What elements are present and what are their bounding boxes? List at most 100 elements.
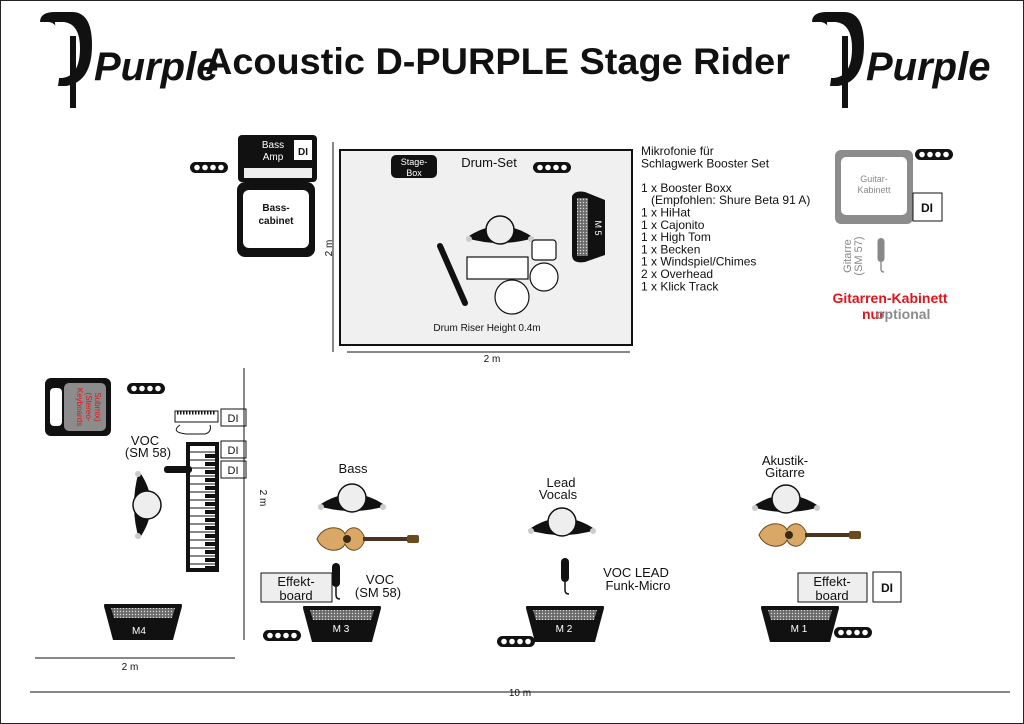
di-box: DI: [228, 413, 239, 425]
mic-list-line: 1 x HiHat: [641, 206, 691, 220]
keyboard-area: Keyboards (Stereo- Submix) DI DI DI VOC …: [35, 368, 268, 673]
logo-text: Purple: [866, 45, 990, 89]
keyboard-stand-icon: [186, 442, 219, 572]
hihat-icon: [531, 239, 557, 261]
area-depth-label: 2 m: [257, 490, 268, 507]
keyboard-black-key: [205, 502, 215, 506]
lead-mic-icon: [560, 557, 570, 595]
bass-amp-label: Amp: [263, 152, 284, 163]
keyboard-black-key: [205, 470, 215, 474]
booster-boxx-icon: [437, 243, 468, 306]
keyboard-black-key: [205, 558, 215, 562]
keyboarder-position: [132, 470, 162, 540]
mic-list-line: 1 x High Tom: [641, 230, 711, 244]
stage-box-connector-icon: [190, 162, 228, 173]
stage-box-label: Box: [406, 168, 422, 178]
monitor-label: M 3: [333, 624, 350, 635]
effektboard-label: Effekt-: [277, 574, 314, 589]
guitar-mic-label: Gitarre: [842, 239, 854, 273]
cajon-icon: [466, 256, 529, 280]
keyboard-black-key: [205, 462, 215, 466]
stage-box: [391, 155, 437, 178]
keyboard-mic-icon: [164, 466, 192, 473]
guitar-mic-label: (SM 57): [853, 236, 865, 275]
lead-vocals-label: Lead: [547, 475, 576, 490]
area-width-label: 2 m: [122, 662, 139, 673]
guitar-cabinet-group: Guitar- Kabinett DI Gitarre (SM 57) Gita…: [832, 149, 953, 322]
d-purple-logo-left: Purple: [40, 12, 218, 108]
guitar-cabinet-label: Guitar-: [860, 174, 888, 184]
optional-note: optional: [876, 306, 930, 322]
riser-height-label: Drum Riser Height 0.4m: [433, 323, 540, 334]
monitor-label: M4: [132, 626, 146, 637]
effektboard-label: Effekt-: [813, 574, 850, 589]
stage-box-connector-icon: [533, 162, 571, 173]
voc-lead-label: VOC LEAD: [603, 565, 669, 580]
keyboard-black-key: [205, 486, 215, 490]
page-title: Acoustic D-PURPLE Stage Rider: [205, 41, 790, 82]
riser-width-label: 2 m: [484, 354, 501, 365]
lead-vocalist-position: [527, 507, 597, 537]
keyboard-cabinet-label: (Stereo-: [84, 393, 93, 422]
stage-box-connector-icon: [263, 630, 301, 641]
monitor-label: M 5: [593, 220, 603, 235]
effektboard-label: board: [815, 588, 848, 603]
di-box: DI: [881, 581, 893, 595]
voc-label: (SM 58): [355, 585, 401, 600]
mic-list-line: 1 x Klick Track: [641, 279, 719, 293]
di-box: DI: [298, 147, 308, 158]
acoustic-label: Akustik-: [762, 453, 808, 468]
bass-amp-label: Bass: [262, 140, 284, 151]
keyboard-black-key: [205, 566, 215, 570]
di-box: DI: [228, 445, 239, 457]
keyboard-cabinet-label: Keyboards: [75, 388, 84, 426]
keyboard-black-key: [205, 454, 215, 458]
acoustic-guitar-icon: [758, 523, 862, 547]
mic-list-line: 1 x Cajonito: [641, 218, 705, 232]
voc-label: (SM 58): [125, 445, 171, 460]
riser-depth-label: 2 m: [324, 240, 335, 257]
mic-list-line: (Empfohlen: Shure Beta 91 A): [641, 193, 810, 207]
mic-list-line: Mikrofonie für: [641, 144, 714, 158]
stage-width-label: 10 m: [509, 688, 531, 699]
stage-box-connector-icon: [127, 383, 165, 394]
cymbal-icon: [494, 279, 530, 315]
stage-box-connector-icon: [497, 636, 535, 647]
acoustic-guitar-position: Akustik- Gitarre Effekt- board DI M 1: [751, 453, 902, 642]
voc-label: VOC: [131, 433, 159, 448]
monitor-label: M 1: [791, 624, 808, 635]
bass-cabinet-label: Bass-: [262, 203, 289, 214]
monitor-label: M 2: [556, 624, 573, 635]
tom-icon: [529, 262, 559, 292]
di-box: DI: [228, 465, 239, 477]
guitarist-position: [751, 484, 821, 514]
bass-voc-mic-icon: [331, 562, 341, 600]
voc-label: VOC: [366, 572, 394, 587]
bass-position: Bass Effekt- board VOC (SM 58) M 3: [260, 461, 420, 642]
bass-rig: Bass Amp DI Bass- cabinet: [190, 135, 317, 257]
di-box: DI: [921, 201, 933, 215]
stage-box-connector-icon: [915, 149, 953, 160]
lead-vocals-label: Vocals: [539, 487, 578, 502]
stage-box-connector-icon: [834, 627, 872, 638]
guitar-cabinet-label: Kabinett: [857, 185, 891, 195]
lead-vocals-position: Lead Vocals VOC LEAD Funk-Micro M 2: [497, 475, 671, 647]
drum-riser: 2 m 2 m Stage- Box Drum-Set M 5 Drum Ris…: [324, 142, 633, 365]
keyboard-black-key: [205, 478, 215, 482]
keyboard-black-key: [205, 550, 215, 554]
optional-note: Gitarren-Kabinett: [832, 290, 947, 306]
drum-set-label: Drum-Set: [461, 155, 517, 170]
mic-list-line: 2 x Overhead: [641, 267, 713, 281]
effektboard-label: board: [279, 588, 312, 603]
midi-keyboard-icon: [174, 410, 219, 423]
mic-list-line: 1 x Windspiel/Chimes: [641, 255, 756, 269]
stage-box-label: Stage-: [401, 157, 428, 167]
optional-note: nur: [862, 306, 885, 322]
keyboard-black-key: [205, 510, 215, 514]
keyboard-black-key: [205, 526, 215, 530]
keyboard-black-key: [205, 534, 215, 538]
bassist-position: [317, 483, 387, 513]
